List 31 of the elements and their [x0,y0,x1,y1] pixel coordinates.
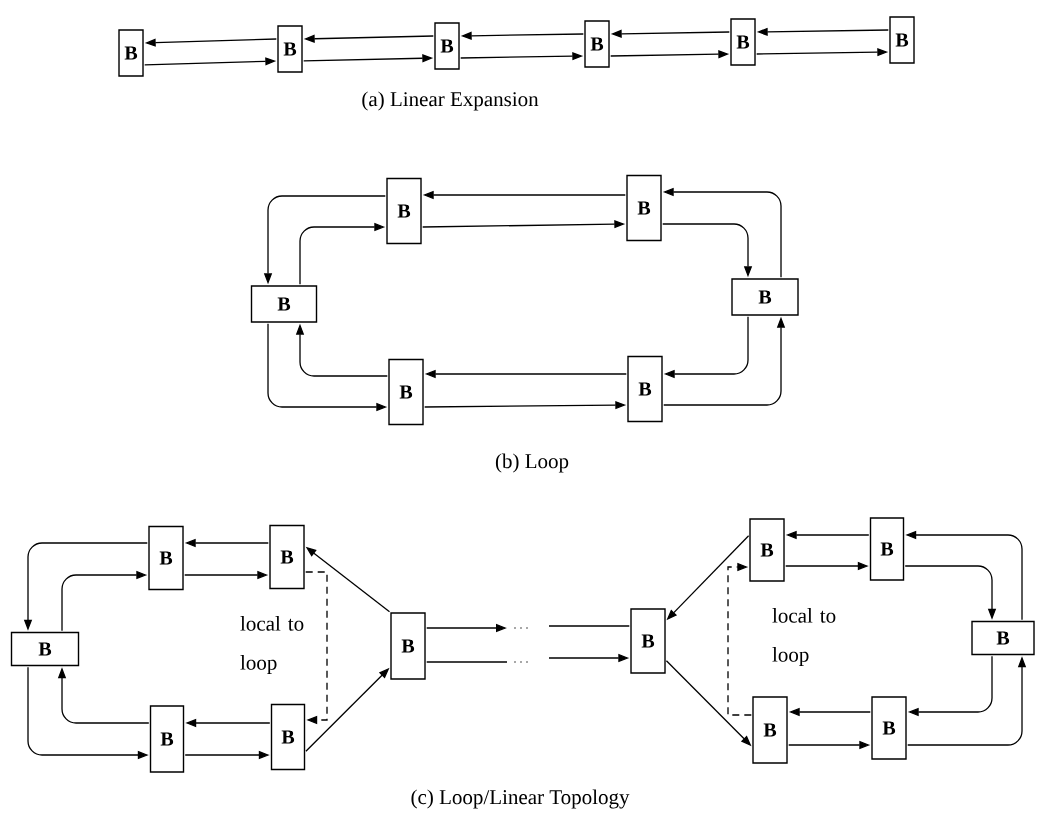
block-box: B [388,358,424,426]
block-box: B [889,16,915,64]
block-box: B [626,174,662,242]
block-box: B [971,620,1035,656]
block-box: B [270,703,306,771]
block-box: B [731,278,799,316]
block-box: B [277,25,303,73]
block-box: B [749,518,785,582]
block-box: B [386,177,422,245]
block-box: B [730,18,756,66]
block-box: B [871,696,907,760]
block-box: B [869,517,905,581]
block-box: B [434,22,460,70]
annotation: local to loop [772,608,836,666]
block-box: B [630,608,666,674]
caption: (b) Loop [495,453,569,473]
block-box: B [149,705,185,773]
block-box: B [250,285,318,323]
block-box: B [148,525,184,591]
block-box: B [390,612,426,680]
block-box: B [584,20,610,68]
caption: (a) Linear Expansion [362,91,539,111]
block-box: B [752,696,788,764]
block-box: B [627,355,663,423]
block-box: B [118,29,144,77]
block-box: B [269,524,305,590]
arrow [305,571,328,725]
arrow [727,562,752,716]
caption: (c) Loop/Linear Topology [411,789,630,809]
annotation: local to loop [240,615,304,674]
block-box: B [10,631,80,667]
